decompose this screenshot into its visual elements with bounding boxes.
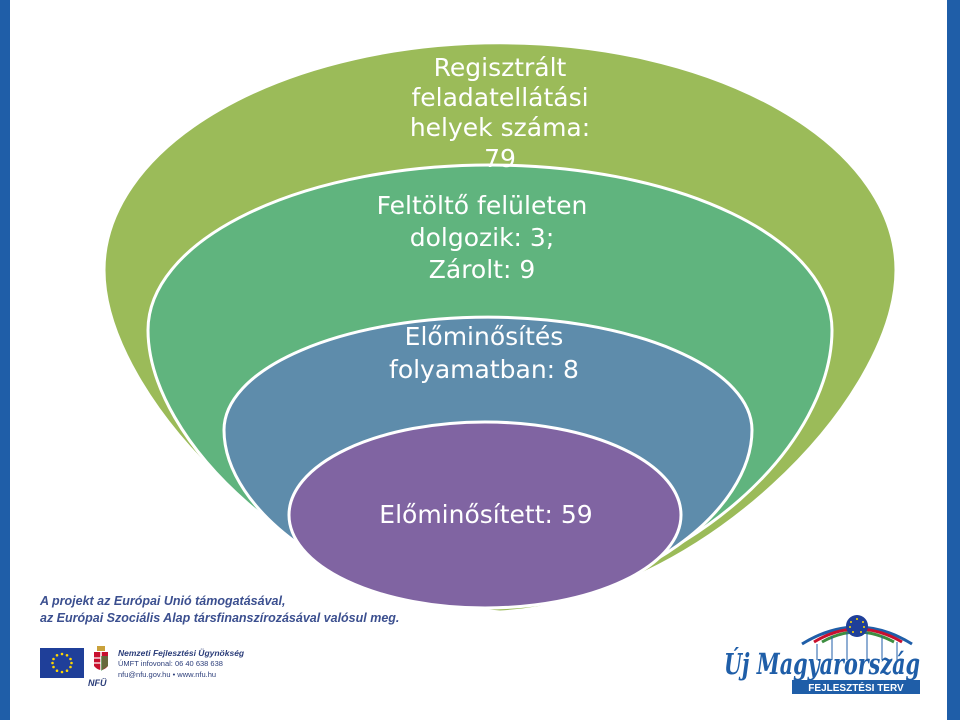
level1-line1: Regisztrált: [434, 53, 567, 82]
level4-line1: Előminősített: 59: [379, 500, 592, 529]
agency-name: Nemzeti Fejlesztési Ügynökség: [118, 648, 245, 658]
eu-flag-icon: [40, 648, 84, 678]
logo-subtitle: FEJLESZTÉSI TERV: [808, 681, 904, 694]
nfu-label: NFÜ: [88, 678, 107, 688]
ring-inner: [287, 420, 683, 610]
level2-line3: Zárolt: 9: [429, 255, 536, 284]
level3-line1: Előminősítés: [405, 322, 564, 351]
uj-magyarorszag-logo: Új Magyarország FEJLESZTÉSI TERV: [724, 615, 920, 694]
hungarian-crest-icon: [94, 646, 108, 671]
agency-phone: ÚMFT infovonal: 06 40 638 638: [118, 659, 223, 668]
level2-line1: Feltöltő felületen: [377, 191, 588, 220]
logo-title: Új Magyarország: [724, 646, 920, 681]
funding-notice: A projekt az Európai Unió támogatásával,…: [40, 593, 460, 627]
agency-web: nfu@nfu.gov.hu • www.nfu.hu: [118, 670, 217, 679]
funding-notice-line2: az Európai Szociális Alap társfinanszíro…: [40, 611, 400, 625]
funding-notice-line1: A projekt az Európai Unió támogatásával,: [40, 594, 286, 608]
level1-line3: helyek száma:: [410, 113, 590, 142]
level1-value: 79: [484, 144, 516, 173]
right-frame-bar: [947, 0, 960, 720]
level2-line2: dolgozik: 3;: [410, 223, 555, 252]
level3-line2: folyamatban: 8: [389, 355, 579, 384]
agency-contact: Nemzeti Fejlesztési Ügynökség ÚMFT infov…: [118, 648, 244, 680]
left-frame-bar: [0, 0, 10, 720]
level1-line2: feladatellátási: [411, 83, 588, 112]
